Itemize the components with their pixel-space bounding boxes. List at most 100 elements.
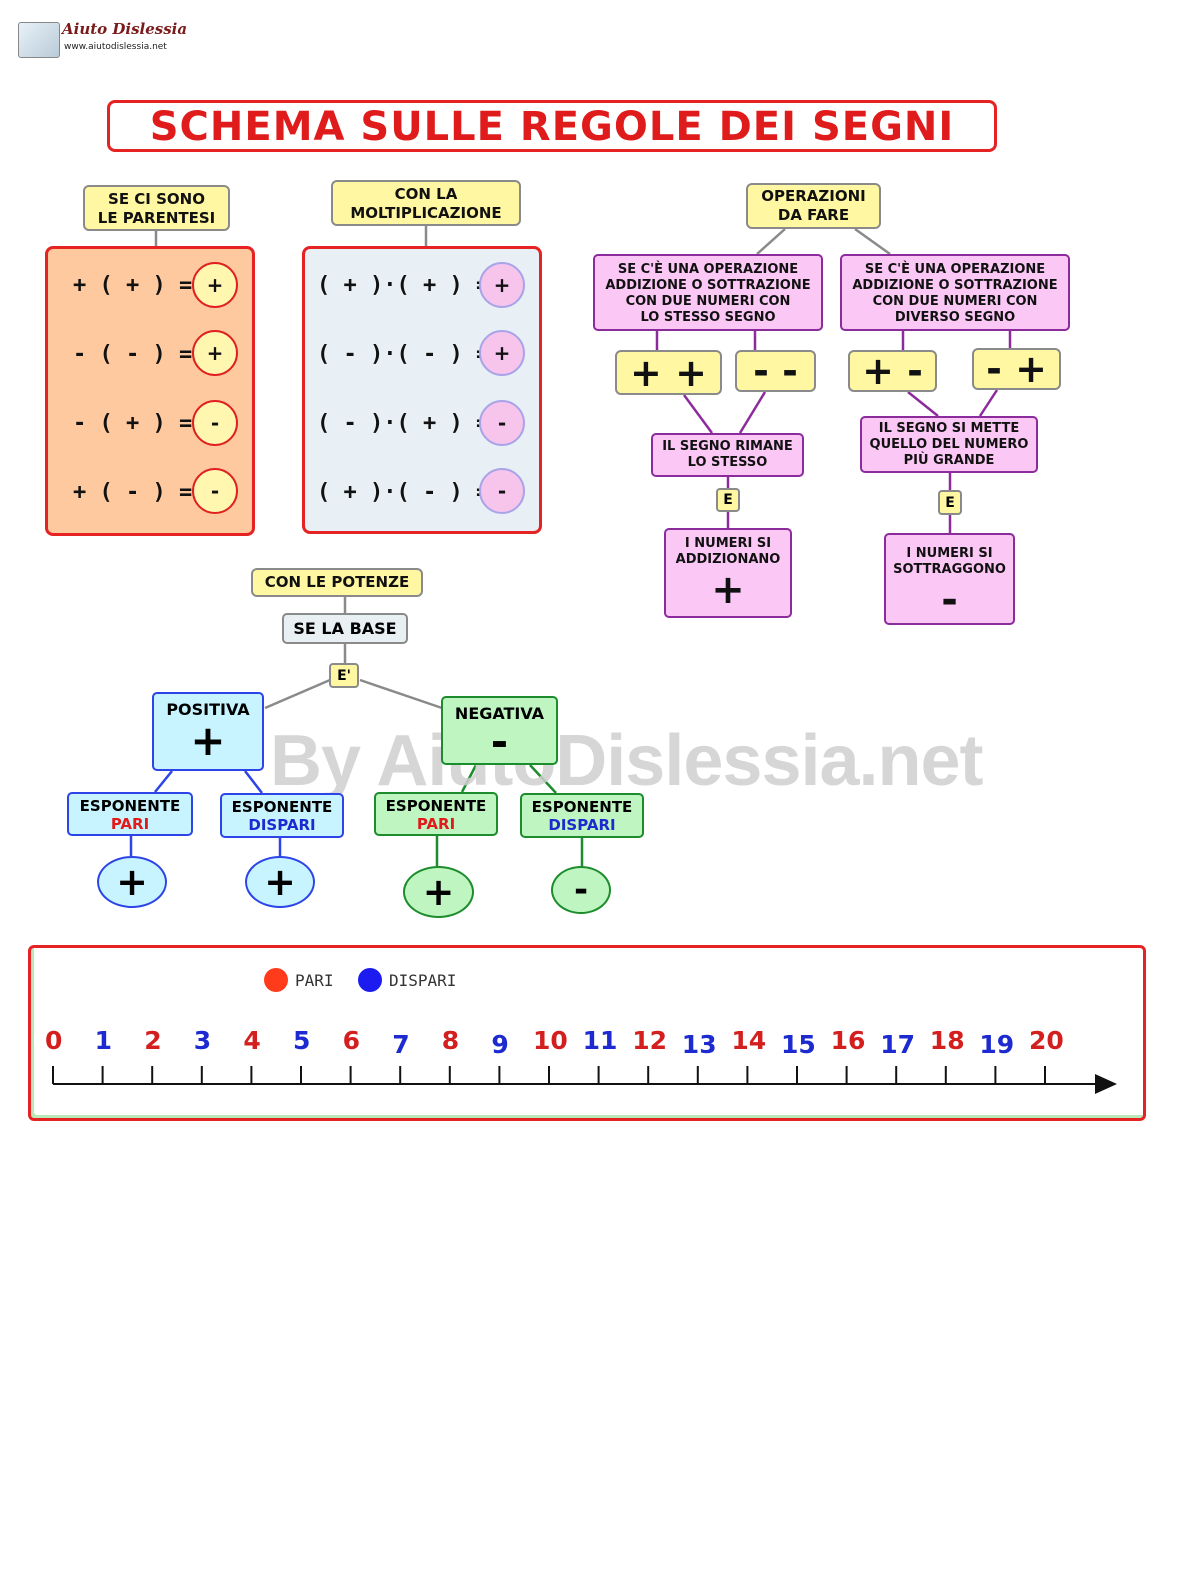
rule-line: IL SEGNO RIMANE [662,439,793,454]
moltiplicazione-result: + [479,330,525,376]
operazioni-header-line1: OPERAZIONI [761,187,866,205]
number-label: 3 [193,1026,212,1055]
result-line: ADDIZIONANO [675,552,781,567]
result-sign-circle: + [403,866,474,918]
connector-e-right: E [938,490,962,515]
case-line: CON DUE NUMERI CON [872,294,1038,309]
moltiplicazione-result: + [479,262,525,308]
parentesi-result: + [192,330,238,376]
rule-different-sign: IL SEGNO SI METTE QUELLO DEL NUMERO PIÙ … [860,416,1038,473]
number-label: 5 [293,1026,311,1055]
moltiplicazione-result: - [479,400,525,446]
case-same-sign: SE C'È UNA OPERAZIONE ADDIZIONE O SOTTRA… [593,254,823,331]
case-line: LO STESSO SEGNO [640,310,776,325]
book-icon [18,22,60,58]
number-axis [52,1066,1117,1094]
signs-minus-minus: - - [735,349,816,393]
parentesi-expr: - ( + ) = [73,411,193,436]
moltiplicazione-expr: ( + )·( - ) = [317,480,490,505]
number-label: 19 [979,1030,1015,1059]
case-line: SE C'È UNA OPERAZIONE [864,262,1046,277]
result-add: I NUMERI SI ADDIZIONANO + [664,528,792,618]
esponente-label: ESPONENTE [231,798,333,816]
moltiplicazione-header-line2: MOLTIPLICAZIONE [350,204,502,222]
esponente-label: ESPONENTE [385,797,487,815]
case-line: ADDIZIONE O SOTTRAZIONE [852,278,1058,293]
moltiplicazione-expr: ( + )·( + ) = [317,273,490,298]
rule-line: QUELLO DEL NUMERO [869,437,1029,452]
number-label: 9 [491,1030,509,1059]
moltiplicazione-result: - [479,468,525,514]
page-title: SCHEMA SULLE REGOLE DEI SEGNI [107,100,997,152]
signs-plus-plus: + + [615,350,722,395]
esponente-dispari-positiva: ESPONENTE DISPARI [220,793,344,838]
number-label: 7 [392,1030,410,1059]
legend-label: DISPARI [389,971,457,990]
dispari-label: DISPARI [548,816,616,834]
positiva-label: POSITIVA [166,700,250,719]
base-label: SE LA BASE [282,613,408,644]
negativa-label: NEGATIVA [454,704,545,723]
parentesi-result: - [192,400,238,446]
rule-same-sign: IL SEGNO RIMANE LO STESSO [651,433,804,477]
result-sign-circle: + [97,856,167,908]
site-logo: Aiuto Dislessia www.aiutodislessia.net [18,20,187,60]
moltiplicazione-panel: ( + )·( + ) = + ( - )·( - ) = + ( - )·( … [302,246,542,534]
number-label: 15 [781,1030,816,1059]
number-label: 14 [731,1026,767,1055]
number-label: 17 [880,1030,915,1059]
number-label: 11 [582,1026,618,1055]
rule-line: LO STESSO [687,455,768,470]
parentesi-header: SE CI SONO LE PARENTESI [83,185,230,231]
signs-minus-plus: - + [972,347,1061,391]
parentesi-expr: + ( - ) = [73,480,193,505]
result-sign-circle: + [245,856,315,908]
esponente-dispari-negativa: ESPONENTE DISPARI [520,793,644,838]
number-label: 1 [94,1026,112,1055]
esponente-pari-positiva: ESPONENTE PARI [67,792,193,836]
number-label: 20 [1029,1026,1064,1055]
case-line: DIVERSO SEGNO [894,310,1016,325]
logo-url: www.aiutodislessia.net [64,42,167,52]
moltiplicazione-expr: ( - )·( - ) = [317,342,490,367]
logo-name: Aiuto Dislessia [62,20,188,38]
parentesi-header-line2: LE PARENTESI [97,209,216,227]
number-label: 18 [929,1026,965,1055]
esponente-label: ESPONENTE [531,798,633,816]
moltiplicazione-expr: ( - )·( + ) = [317,411,490,436]
esponente-pari-negativa: ESPONENTE PARI [374,792,498,836]
operazioni-header: OPERAZIONI DA FARE [746,183,881,229]
result-subtract: I NUMERI SI SOTTRAGGONO - [884,533,1015,625]
connector-e-apostrophe: E' [329,663,359,688]
operazioni-header-line2: DA FARE [777,206,850,224]
number-label: 12 [632,1026,667,1055]
rule-line: PIÙ GRANDE [903,453,995,468]
negativa-box: NEGATIVA - [441,696,558,765]
result-line: SOTTRAGGONO [893,562,1006,577]
number-label: 0 [45,1026,63,1055]
rule-line: IL SEGNO SI METTE [878,421,1020,436]
result-line: I NUMERI SI [906,546,993,561]
parentesi-result: + [192,262,238,308]
legend-label: PARI [295,971,334,990]
result-sign: + [711,567,745,613]
case-line: ADDIZIONE O SOTTRAZIONE [605,278,811,293]
parentesi-expr: + ( + ) = [73,273,193,298]
case-different-sign: SE C'È UNA OPERAZIONE ADDIZIONE O SOTTRA… [840,254,1070,331]
number-label: 4 [243,1026,261,1055]
dispari-label: DISPARI [248,816,316,834]
negativa-sign: - [490,717,509,766]
moltiplicazione-header-line1: CON LA [394,185,458,203]
pari-label: PARI [416,815,456,833]
signs-plus-minus: + - [848,349,937,393]
number-label: 13 [681,1030,717,1059]
potenze-header: CON LE POTENZE [251,568,423,597]
result-sign-circle: - [551,866,611,914]
number-label: 2 [144,1026,162,1055]
parentesi-header-line1: SE CI SONO [108,190,205,208]
legend-dot-dispari [358,968,382,992]
legend-dot-pari [264,968,288,992]
parentesi-result: - [192,468,238,514]
